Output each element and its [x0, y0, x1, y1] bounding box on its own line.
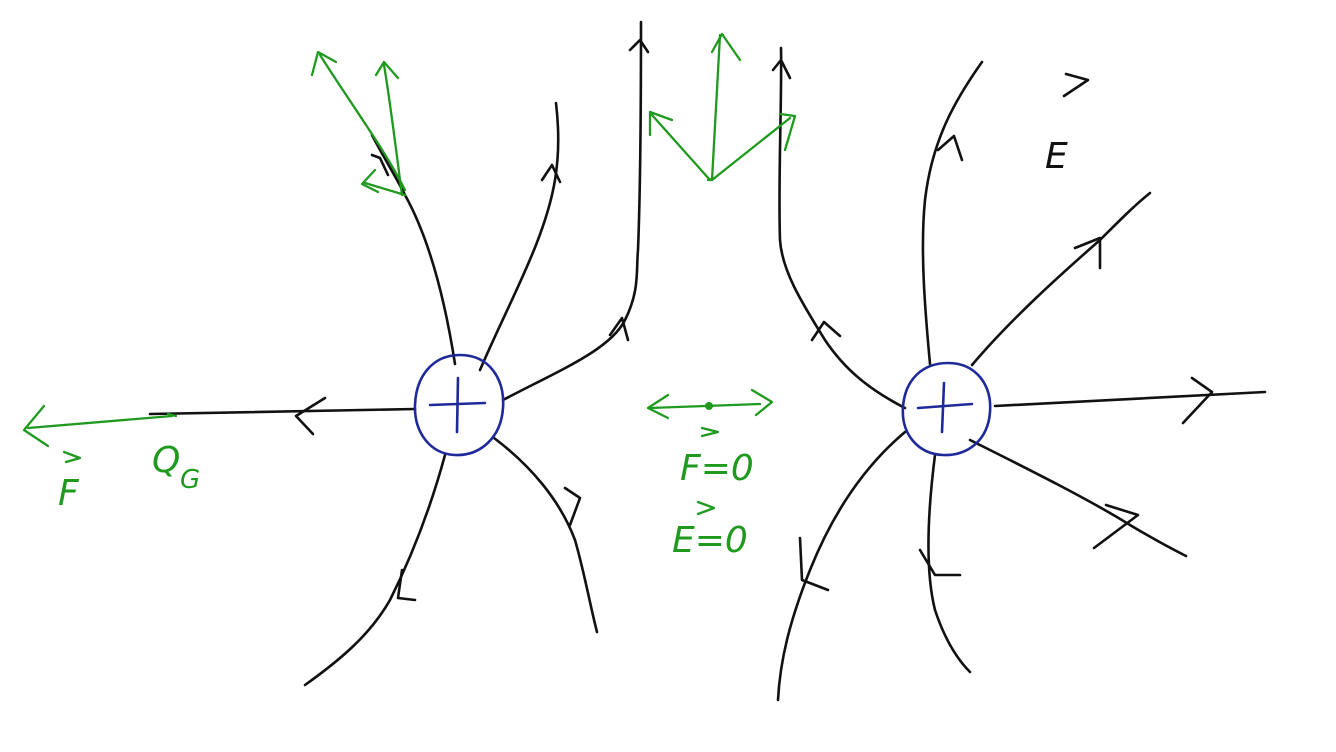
vector-origin-dot [706, 176, 717, 182]
vector-arrow [363, 181, 407, 197]
midpoint-cancelling-forces [646, 388, 774, 420]
test-charge-force-vector [22, 404, 178, 448]
field-line-arrowhead [540, 163, 562, 184]
plus-sign [428, 376, 487, 434]
left-charge-field-lines [148, 20, 650, 687]
midpoint-dot [705, 402, 713, 410]
right-positive-charge [901, 361, 992, 457]
vector-arrow [382, 63, 404, 197]
field-line-arrowhead [294, 396, 327, 436]
field-line-arrowhead [1092, 503, 1140, 550]
charge-circle [413, 353, 505, 457]
superposition-vectors-top-middle [648, 32, 797, 182]
field-line-left-west [148, 407, 417, 416]
vector-arrowhead [374, 60, 400, 80]
field-line-arrowhead [810, 320, 842, 342]
midpoint-force-vector-mark [700, 426, 720, 438]
force-symbol-label: F [58, 473, 80, 514]
field-line-arrowhead [936, 134, 964, 162]
field-line-arrowhead [563, 486, 582, 527]
field-symbol-label: E [1045, 136, 1068, 177]
field-line-right-southwest [776, 430, 907, 702]
force-arrowhead-left [646, 393, 670, 420]
test-charge-subscript: G [180, 465, 200, 495]
field-line-left-southeast [492, 436, 599, 634]
field-line-arrowhead [771, 58, 792, 80]
field-line-left-northwest [370, 133, 457, 366]
test-charge-label: Q [152, 440, 180, 481]
vector-arrowhead [710, 32, 742, 62]
vector-arrowhead [648, 110, 674, 137]
field-line-arrowhead [396, 568, 417, 602]
force-vector-arrow-mark [62, 450, 82, 464]
field-line-arrowhead [628, 38, 650, 54]
field-line-right-southeast [968, 438, 1188, 558]
right-charge-field-lines [771, 46, 1267, 702]
midpoint-force-zero-label: F=0 [680, 448, 754, 489]
field-line-left-northeast [501, 20, 643, 402]
vector-arrow-resultant [710, 33, 722, 182]
field-direction-vectors-upper-left [310, 50, 407, 197]
field-vector-arrow-mark [1062, 72, 1090, 98]
field-line-arrowhead [1181, 376, 1214, 425]
vector-arrowhead [310, 50, 338, 77]
test-charge-dot [166, 412, 178, 418]
field-line-right-south [927, 453, 972, 674]
plus-sign [916, 381, 974, 434]
vector-arrow [318, 53, 407, 192]
midpoint-field-vector-mark [696, 500, 716, 516]
field-line-arrowhead [798, 536, 830, 592]
field-line-left-north [478, 101, 560, 372]
field-line-right-east [993, 390, 1267, 408]
field-line-right-northwest [778, 46, 907, 410]
charge-circle [901, 361, 992, 457]
force-arrow-left [26, 414, 174, 430]
field-line-right-north [921, 60, 984, 366]
field-line-arrowhead [608, 316, 630, 342]
vector-arrow-right-component [710, 116, 792, 182]
field-line-arrowhead [370, 153, 390, 177]
force-arrowhead [22, 404, 50, 448]
field-line-right-northeast [970, 191, 1152, 367]
vector-arrow-left-component [650, 113, 712, 182]
left-positive-charge [413, 353, 505, 457]
vector-arrowhead [778, 112, 797, 152]
midpoint-field-zero-label: E=0 [672, 520, 748, 561]
vector-arrowhead [360, 168, 380, 194]
force-arrowhead-right [750, 388, 774, 417]
field-line-arrowhead [1073, 236, 1102, 270]
field-line-arrowhead [918, 548, 962, 577]
field-line-left-southwest [303, 453, 447, 687]
